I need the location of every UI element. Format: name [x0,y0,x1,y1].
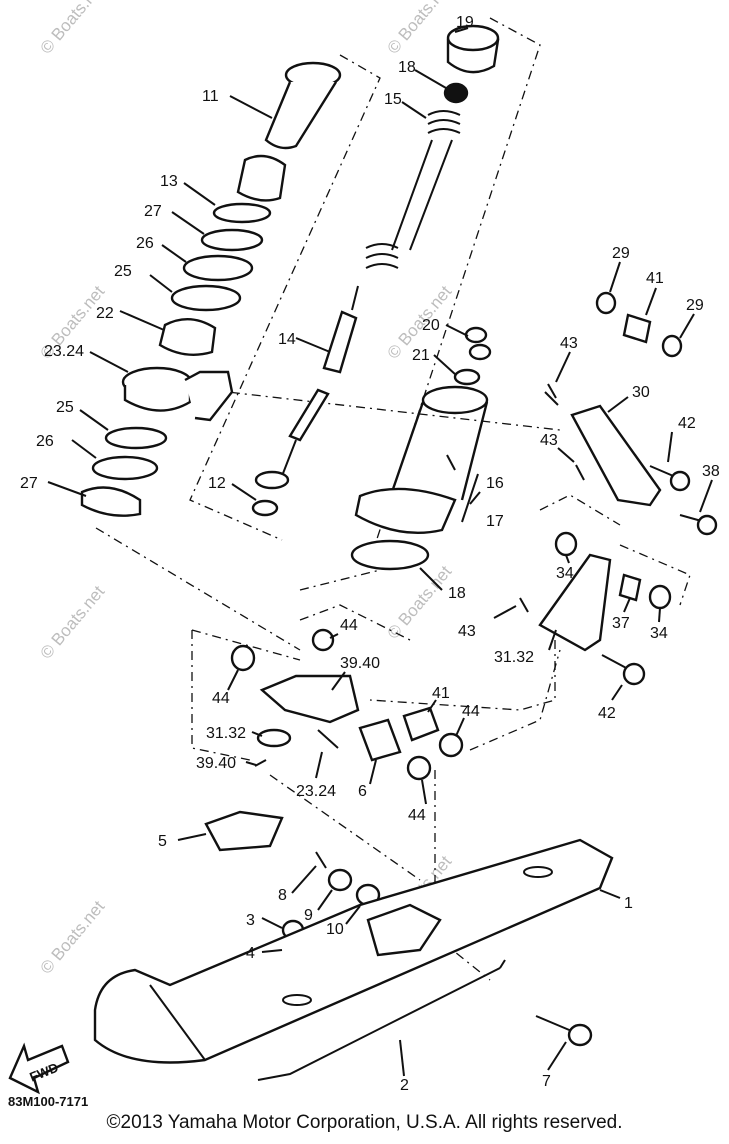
callout-26: 25 [56,399,74,416]
callout-42: 23.24 [296,783,336,800]
watermark: © Boats.net [384,0,456,58]
part-36-37-bolts [649,465,718,536]
part-17-bolt [461,473,479,523]
callout-44: 39.40 [196,755,236,772]
callout-22: 21 [412,347,430,364]
part-31-32-arm [538,553,612,652]
callout-39-40: 39.40 [340,655,380,672]
part-39-40-bracket [259,674,360,724]
callout-27: 26 [36,433,54,450]
callout-5: 5 [158,833,167,850]
callout-labels: 19 18 15 11 13 27 26 25 22 23.24 25 26 2… [20,14,720,1094]
part-1-ski [93,838,614,1064]
part-30-arm [570,404,662,507]
callout-28: 27 [20,475,38,492]
callout-31-32: 31.32 [494,649,534,666]
callout-23-24: 23.24 [44,343,84,360]
callout-35: 37 [612,615,630,632]
callout-29: 29 [686,297,704,314]
callout-20: 20 [422,317,440,334]
callout-19: 19 [456,14,474,31]
part-38-pin [544,383,559,406]
part-38-pin [575,464,585,481]
callout-43: 31.32 [206,725,246,742]
part-7-bolt [535,1015,593,1047]
callout-1: 1 [624,895,633,912]
part-21-nut [443,82,469,104]
part-16-housing [354,385,489,535]
callout-10: 10 [326,921,344,938]
copyright-notice: ©2013 Yamaha Motor Corporation, U.S.A. A… [106,1112,623,1133]
callout-14: 14 [278,331,296,348]
callout-36: 42 [598,705,616,722]
callout-34: 41 [432,685,450,702]
callout-2: 2 [400,1077,409,1094]
callout-9: 9 [304,907,313,924]
part-11-sleeve [264,61,342,150]
callout-41: 44 [408,807,426,824]
callout-18: 18 [448,585,466,602]
part-14-shock-absorber [254,285,359,490]
callout-41: 44 [462,703,480,720]
part-sleeve [236,154,287,202]
callout-4: 4 [246,945,255,962]
callout-33: 34 [650,625,668,642]
assembly-guide-lines [95,17,691,981]
watermark: © Boats.net [384,562,456,643]
callout-41: 44 [340,617,358,634]
part-23-24-bracket [121,366,234,422]
part-43-44-42-fasteners [254,728,339,767]
watermark: © Boats.net [37,897,109,978]
callout-34: 41 [646,270,664,287]
callout-11: 11 [202,88,219,105]
part-washer-stack-lower [80,426,168,517]
callout-28: 27 [144,203,162,220]
part-36-bolt [601,654,646,686]
part-2-runner [257,959,506,1081]
part-41-bushings [230,628,464,781]
fwd-arrow-icon: FWD [8,1042,70,1095]
part-19-cap [446,24,500,74]
callout-27: 26 [136,235,154,252]
part-29-34-bushings [595,291,683,358]
part-18-gasket [350,539,430,571]
part-34-6-sleeves [358,706,440,762]
callout-33: 34 [556,565,574,582]
callout-21: 18 [398,59,416,76]
callout-15: 15 [384,91,402,108]
callout-25: 22 [96,305,114,322]
part-5-block [204,810,284,852]
callout-17: 17 [486,513,504,530]
callout-37: 38 [702,463,720,480]
callout-38: 43 [540,432,558,449]
callout-7: 7 [542,1073,551,1090]
callout-13: 13 [160,173,178,190]
drawing-code: 83M100-7171 [8,1094,88,1109]
callout-29: 29 [612,245,630,262]
callout-30: 30 [632,384,650,401]
watermark: © Boats.net [37,582,109,663]
leader-lines [47,27,713,1077]
exploded-parts-diagram: © Boats.net © Boats.net © Boats.net © Bo… [8,0,720,1109]
part-12-washer [251,499,279,517]
callout-12: 12 [208,475,226,492]
part-15-spring [365,110,461,269]
watermark: © Boats.net [37,0,109,58]
part-38-pin [519,597,529,613]
callout-38: 43 [458,623,476,640]
callout-36: 42 [678,415,696,432]
callout-38: 43 [560,335,578,352]
callout-26: 25 [114,263,132,280]
callout-8: 8 [278,887,287,904]
callout-3: 3 [246,912,255,929]
callout-6: 6 [358,783,367,800]
callout-16: 16 [486,475,504,492]
callout-41: 44 [212,690,230,707]
part-washer-stack-upper [158,202,272,356]
part-20-22-nuts [453,326,492,386]
